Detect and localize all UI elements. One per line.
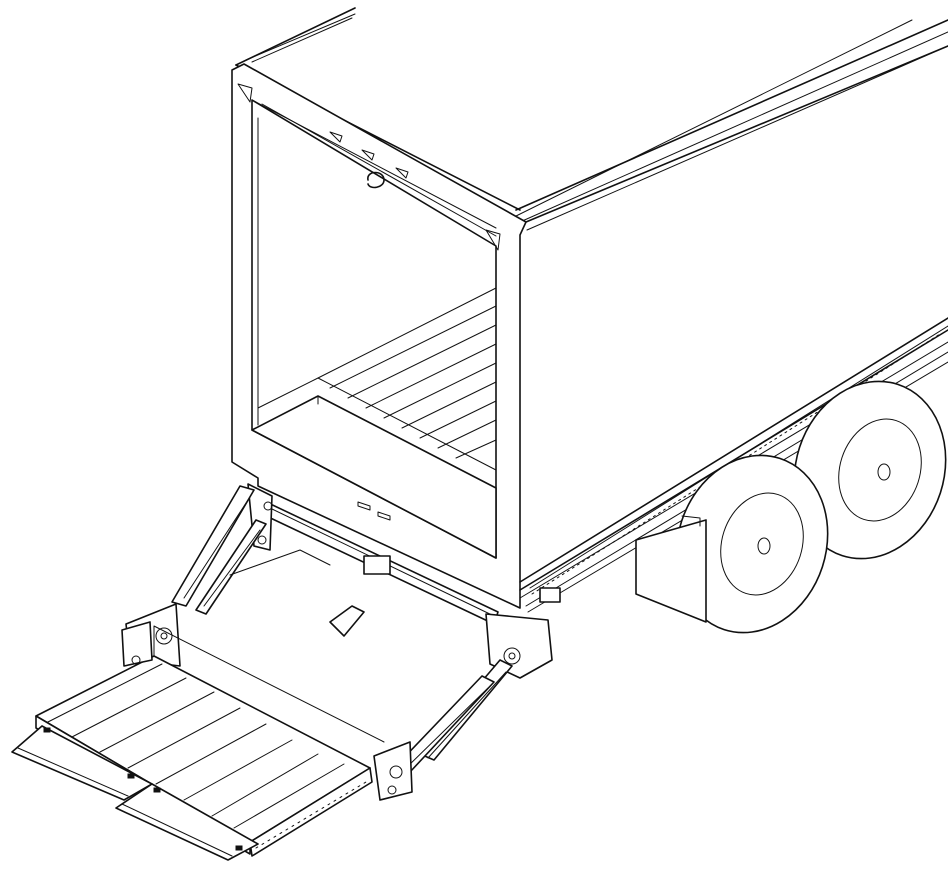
liftgate-mechanism xyxy=(11,483,553,861)
mudflap xyxy=(635,519,707,623)
rear-wheels xyxy=(635,380,947,634)
trailer-box xyxy=(231,7,948,613)
control-box xyxy=(363,555,391,575)
flipover-plate-left xyxy=(11,725,153,801)
flipover-plate-right xyxy=(115,783,259,861)
